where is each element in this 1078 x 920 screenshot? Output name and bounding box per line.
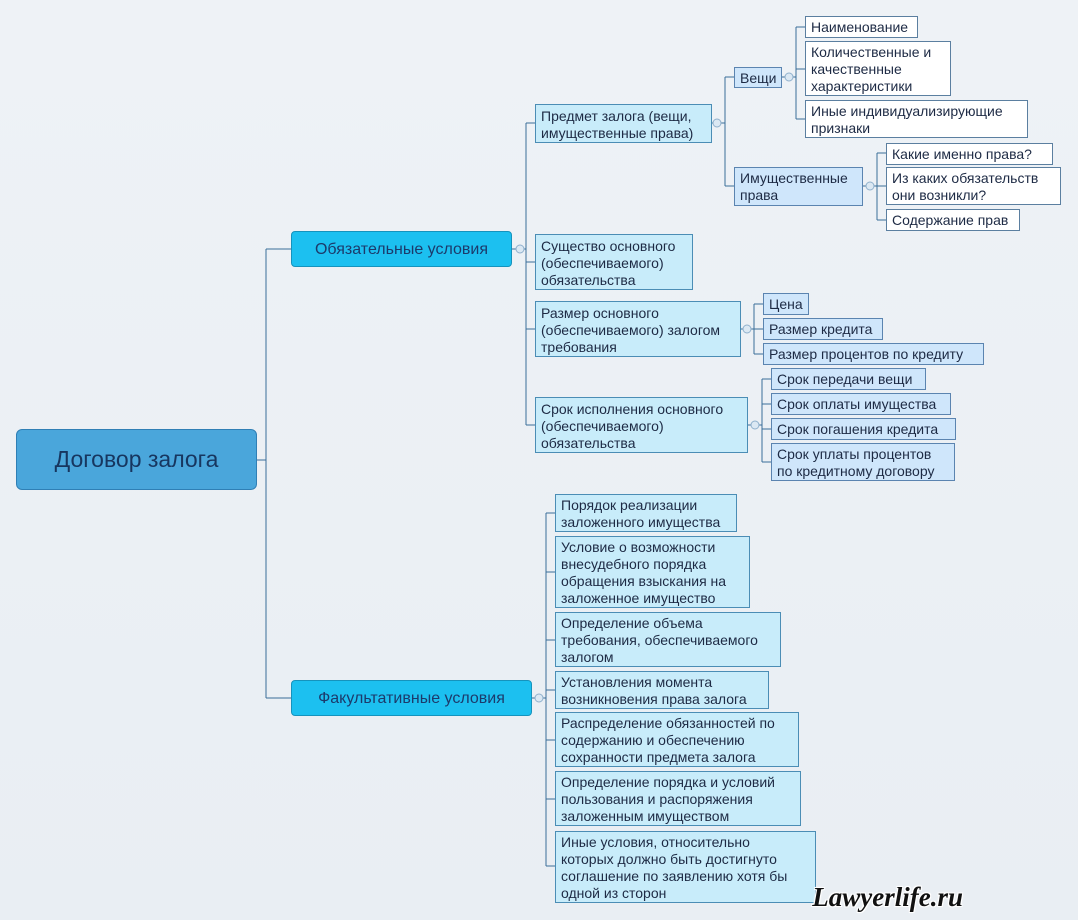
collapse-toggle-things	[784, 72, 794, 82]
collapse-toggle-subject	[712, 118, 722, 128]
collapse-toggle-term	[750, 420, 760, 430]
things-item[interactable]: Иные индивидуализирующие признаки	[805, 100, 1028, 138]
term-item[interactable]: Срок уплаты процентов по кредитному дого…	[771, 443, 955, 481]
term-item[interactable]: Срок погашения кредита	[771, 418, 956, 440]
collapse-toggle-optional	[534, 693, 544, 703]
amount-item[interactable]: Цена	[763, 293, 809, 315]
term-item[interactable]: Срок передачи вещи	[771, 368, 926, 390]
amount-requirement-node[interactable]: Размер основного (обеспечиваемого) залог…	[535, 301, 741, 357]
subject-of-pledge-node[interactable]: Предмет залога (вещи, имущественные прав…	[535, 104, 712, 143]
rights-item[interactable]: Какие именно права?	[886, 143, 1053, 165]
collapse-toggle-amount	[742, 324, 752, 334]
rights-item[interactable]: Содержание прав	[886, 209, 1020, 231]
optional-item[interactable]: Определение объема требования, обеспечив…	[555, 612, 781, 667]
optional-item[interactable]: Порядок реализации заложенного имущества	[555, 494, 737, 532]
optional-item[interactable]: Определение порядка и условий пользовани…	[555, 771, 801, 826]
collapse-toggle-rights	[865, 181, 875, 191]
amount-item[interactable]: Размер кредита	[763, 318, 883, 340]
optional-item[interactable]: Условие о возможности внесудебного поряд…	[555, 536, 750, 608]
optional-conditions-node[interactable]: Факультативные условия	[291, 680, 532, 716]
essence-obligation-node[interactable]: Существо основного (обеспечиваемого) обя…	[535, 234, 693, 290]
things-node[interactable]: Вещи	[734, 67, 782, 88]
term-obligation-node[interactable]: Срок исполнения основного (обеспечиваемо…	[535, 397, 748, 453]
optional-item[interactable]: Установления момента возникновения права…	[555, 671, 769, 709]
optional-item[interactable]: Распределение обязанностей по содержанию…	[555, 712, 799, 767]
rights-item[interactable]: Из каких обязательств они возникли?	[886, 167, 1061, 205]
property-rights-node[interactable]: Имущественные права	[734, 167, 863, 206]
things-item[interactable]: Количественные и качественные характерис…	[805, 41, 951, 96]
mandatory-conditions-node[interactable]: Обязательные условия	[291, 231, 512, 267]
watermark-logo: Lawyerlife.ru	[812, 882, 963, 912]
root-node[interactable]: Договор залога	[16, 429, 257, 490]
optional-item[interactable]: Иные условия, относительно которых должн…	[555, 831, 816, 903]
amount-item[interactable]: Размер процентов по кредиту	[763, 343, 984, 365]
term-item[interactable]: Срок оплаты имущества	[771, 393, 951, 415]
collapse-toggle-mandatory	[515, 244, 525, 254]
things-item[interactable]: Наименование	[805, 16, 918, 38]
